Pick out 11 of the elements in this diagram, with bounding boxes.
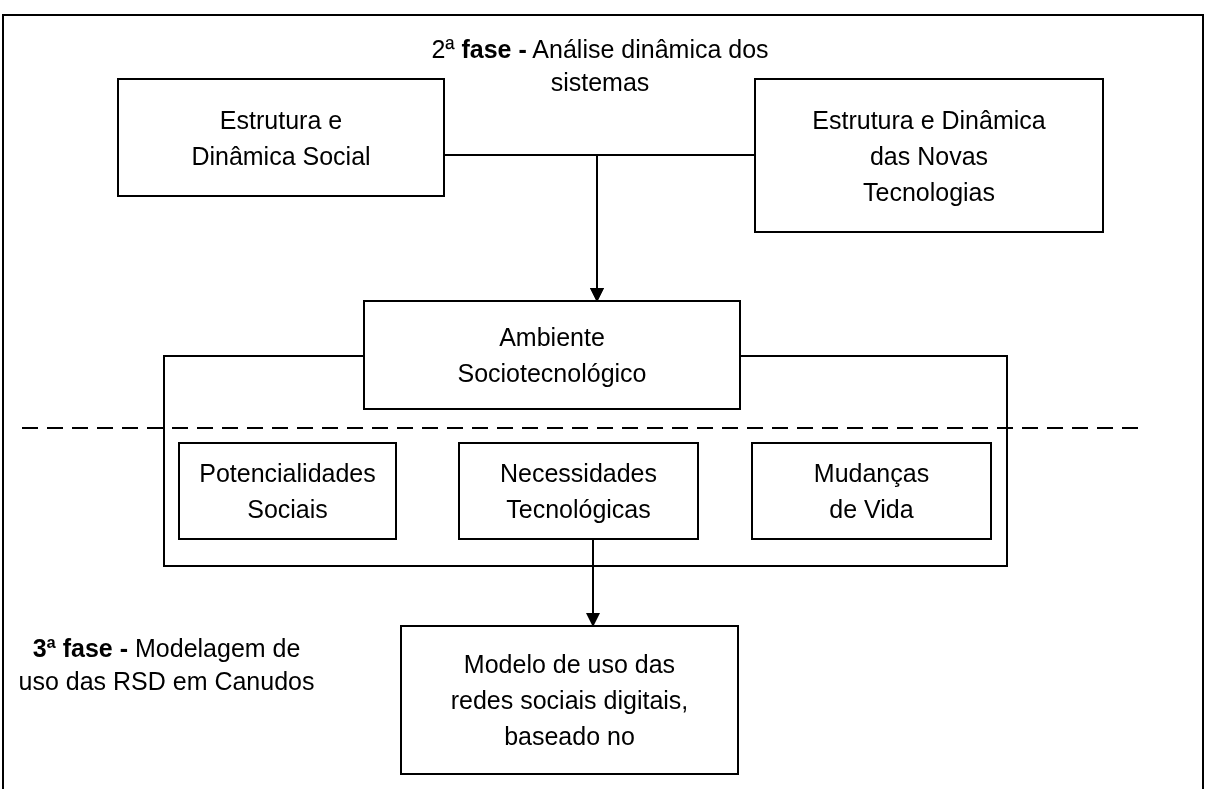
group-frame: [163, 355, 1008, 567]
process-box: Estrutura e Dinâmica das Novas Tecnologias: [754, 78, 1104, 233]
process-box: Ambiente Sociotecnológico: [363, 300, 741, 410]
process-box: Potencialidades Sociais: [178, 442, 397, 540]
phase-heading: 3ª fase - Modelagem de uso das RSD em Canudos: [17, 633, 316, 697]
process-box: Mudanças de Vida: [751, 442, 992, 540]
arrow: [590, 154, 755, 302]
arrow: [586, 539, 600, 627]
process-box: Modelo de uso das redes sociais digitais, baseado no: [400, 625, 739, 775]
process-box: Necessidades Tecnológicas: [458, 442, 699, 540]
process-box: Estrutura e Dinâmica Social: [117, 78, 445, 197]
